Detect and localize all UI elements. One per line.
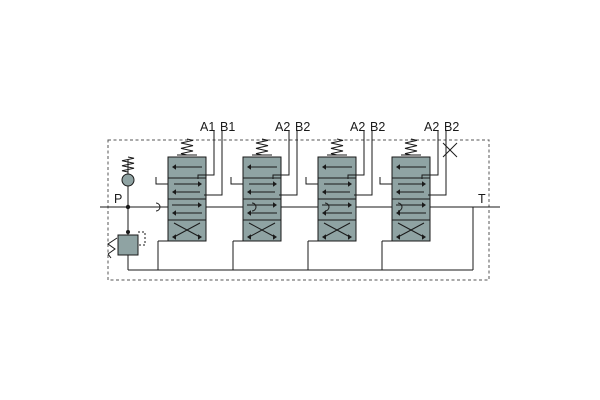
- flow-path: [323, 222, 351, 238]
- inlet-line: [230, 177, 243, 185]
- valve-spring: [404, 138, 418, 156]
- flow-arrow-head: [247, 189, 251, 195]
- flow-arrow-head: [322, 210, 326, 216]
- inlet-line: [379, 177, 392, 185]
- plug-mark: [442, 142, 458, 158]
- valve-spring: [180, 138, 194, 156]
- flow-arrow-head: [247, 210, 251, 216]
- port-a-line: [347, 131, 365, 179]
- flow-path: [248, 222, 276, 238]
- port-a-label: A1: [200, 120, 215, 134]
- relief-valve-body: [117, 234, 139, 256]
- inlet-line: [155, 177, 168, 185]
- line-crossover: [251, 202, 257, 212]
- port-b-label: B2: [370, 120, 385, 134]
- flow-arrow-head: [348, 234, 352, 240]
- flow-arrow-head: [422, 234, 426, 240]
- flow-arrow-head: [172, 164, 176, 170]
- flow-arrow-head: [198, 234, 202, 240]
- flow-arrow-head: [422, 202, 426, 208]
- pressure-port-label: P: [114, 192, 122, 206]
- flow-arrow-head: [273, 234, 277, 240]
- flow-arrow-head: [348, 202, 352, 208]
- relief-spring: [107, 253, 112, 259]
- flow-arrow-head: [348, 181, 352, 187]
- flow-arrow-head: [322, 189, 326, 195]
- valve-section-3: [305, 131, 373, 270]
- port-b-label: B2: [295, 120, 310, 134]
- flow-arrow-head: [273, 181, 277, 187]
- port-b-line: [428, 131, 447, 196]
- port-a-line: [272, 131, 290, 179]
- flow-arrow-head: [396, 164, 400, 170]
- gauge-spring: [121, 156, 135, 173]
- inlet-line: [305, 177, 318, 185]
- port-a-label: A2: [424, 120, 439, 134]
- flow-arrow-head: [172, 234, 176, 240]
- port-b-label: B1: [220, 120, 235, 134]
- port-a-line: [197, 131, 215, 179]
- relief-spring: [107, 237, 118, 255]
- flow-arrow-head: [396, 189, 400, 195]
- line-crossover: [397, 202, 403, 212]
- flow-arrow-head: [172, 210, 176, 216]
- port-a-label: A2: [275, 120, 290, 134]
- port-b-label: B2: [444, 120, 459, 134]
- port-a-line: [421, 131, 439, 179]
- relief-pilot-line: [138, 231, 146, 246]
- port-b-line: [204, 131, 223, 196]
- flow-arrow-head: [273, 202, 277, 208]
- assembly-boundary: [107, 139, 490, 281]
- valve-section-1: [155, 131, 223, 270]
- flow-arrow-head: [396, 210, 400, 216]
- port-a-label: A2: [350, 120, 365, 134]
- valve-spring: [255, 138, 269, 156]
- flow-arrow-head: [422, 181, 426, 187]
- valve-section-2: [230, 131, 298, 270]
- junction-dot: [126, 230, 130, 234]
- flow-arrow-head: [198, 202, 202, 208]
- flow-arrow-head: [247, 234, 251, 240]
- pressure-gauge: [121, 173, 135, 187]
- valve-section-4: [379, 131, 447, 270]
- line-crossover: [324, 202, 330, 212]
- flow-path: [397, 222, 425, 238]
- port-b-line: [354, 131, 373, 196]
- flow-path: [173, 222, 201, 238]
- port-b-line: [279, 131, 298, 196]
- junction-dot: [125, 204, 131, 210]
- flow-arrow-head: [396, 234, 400, 240]
- flow-arrow-head: [322, 234, 326, 240]
- flow-arrow-head: [322, 164, 326, 170]
- tank-port-label: T: [478, 192, 486, 206]
- flow-arrow-head: [172, 189, 176, 195]
- flow-arrow-head: [198, 181, 202, 187]
- flow-arrow-head: [247, 164, 251, 170]
- valve-spring: [330, 138, 344, 156]
